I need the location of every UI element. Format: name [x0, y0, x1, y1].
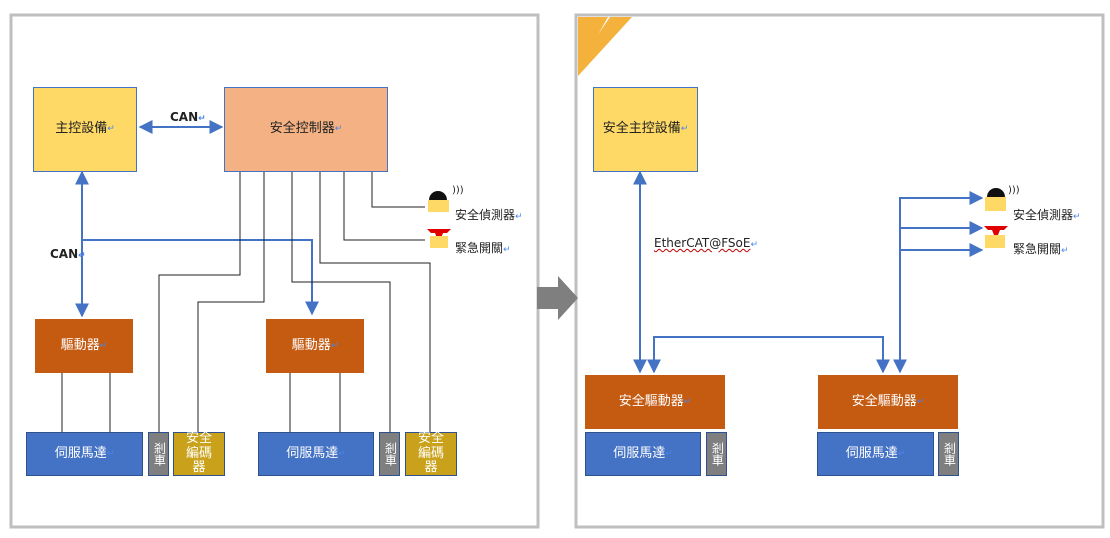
return-mark: ↵ [334, 124, 343, 135]
right-drive-1: 安全驅動器↵ [585, 375, 725, 429]
right-drive-2-label: 安全驅動器 [851, 393, 917, 409]
right-estop-text: 緊急開關 [1013, 242, 1062, 256]
right-sensor-waves: ))) [1008, 185, 1020, 196]
left-can-label-side: CAN↵ [50, 247, 86, 261]
left-encoder-1-label: 安全編碼器 [185, 430, 212, 476]
left-can-branch [82, 239, 319, 316]
left-main-controller: 主控設備↵ [33, 87, 137, 172]
left-sensor-label: 安全偵測器↵ [455, 206, 523, 223]
left-main-controller-label: 主控設備 [55, 121, 108, 137]
right-servo-2: 伺服馬達↵ [817, 432, 934, 476]
right-ethercat-label: EtherCAT@FSoE↵ [654, 236, 758, 250]
left-servo-1-label: 伺服馬達 [54, 445, 107, 461]
return-mark: ↵ [503, 245, 511, 255]
left-sensor-text: 安全偵測器 [455, 208, 516, 222]
left-estop-label: 緊急開關↵ [455, 239, 511, 256]
right-servo-1: 伺服馬達↵ [585, 432, 701, 476]
right-sensor-link [893, 191, 984, 374]
return-mark: ↵ [198, 114, 206, 124]
right-main-controller-label: 安全主控設備 [602, 121, 681, 137]
return-mark: ↵ [106, 448, 115, 459]
left-estop-icon [427, 229, 451, 238]
return-mark: ↵ [99, 340, 108, 351]
sensor-waves: ))) [1008, 185, 1020, 196]
left-servo-1: 伺服馬達↵ [26, 432, 143, 476]
return-mark: ↵ [897, 448, 906, 459]
left-drive-2: 驅動器↵ [266, 319, 364, 373]
return-mark: ↵ [1061, 246, 1069, 256]
right-brake-1: 剎車 [706, 432, 727, 476]
right-brake-2-label: 剎車 [942, 442, 957, 466]
left-brake-1-label: 剎車 [152, 442, 167, 466]
return-mark: ↵ [916, 396, 925, 407]
right-estop-label: 緊急開關↵ [1013, 240, 1069, 257]
right-sensor-icon [987, 188, 1005, 197]
left-safety-controller-label: 安全控制器 [269, 121, 335, 137]
left-sensor-icon [429, 191, 447, 200]
left-brake-1: 剎車 [148, 432, 169, 476]
return-mark: ↵ [750, 240, 758, 250]
return-mark: ↵ [683, 396, 692, 407]
return-mark: ↵ [665, 448, 673, 459]
right-sensor-label: 安全偵測器↵ [1013, 206, 1081, 223]
can-label-side: CAN [50, 247, 79, 261]
return-mark: ↵ [338, 448, 346, 459]
right-drive-2: 安全驅動器↵ [818, 375, 958, 429]
return-mark: ↵ [330, 340, 339, 351]
left-estop-base [430, 236, 448, 248]
left-drive-1-label: 驅動器 [60, 337, 100, 353]
left-safety-controller: 安全控制器↵ [224, 87, 388, 172]
right-estop-base [985, 235, 1005, 248]
right-brake-2: 剎車 [938, 432, 959, 476]
left-safety-wires [61, 172, 431, 432]
sensor-waves: ))) [452, 185, 464, 196]
return-mark: ↵ [78, 251, 86, 261]
return-mark: ↵ [515, 212, 523, 222]
left-sensor-waves: ))) [452, 185, 464, 196]
left-servo-2: 伺服馬達↵ [258, 432, 374, 476]
right-sensor-text: 安全偵測器 [1013, 208, 1074, 222]
right-ethercat-bus [647, 336, 890, 374]
right-sensor-base [985, 197, 1006, 211]
can-label-top: CAN [170, 110, 199, 124]
ethercat-text: EtherCAT@FSoE [654, 236, 751, 250]
left-can-label-top: CAN↵ [170, 110, 206, 124]
left-encoder-2: 安全編碼器 [405, 430, 457, 476]
left-estop-text: 緊急開關 [455, 241, 504, 255]
return-mark: ↵ [1073, 212, 1081, 222]
right-servo-1-label: 伺服馬達 [613, 445, 666, 461]
corner-tag-stripe [578, 17, 632, 76]
left-encoder-2-label: 安全編碼器 [417, 430, 444, 476]
left-servo-2-label: 伺服馬達 [286, 445, 339, 461]
left-brake-2-label: 剎車 [383, 442, 398, 466]
left-drive-2-label: 驅動器 [291, 337, 331, 353]
left-sensor-base [428, 200, 449, 212]
right-drive-1-label: 安全驅動器 [618, 393, 684, 409]
transition-arrow [537, 276, 578, 320]
right-brake-1-label: 剎車 [710, 442, 725, 466]
right-main-controller: 安全主控設備↵ [593, 87, 698, 172]
right-estop-icon [984, 226, 1008, 235]
return-mark: ↵ [680, 124, 689, 135]
right-servo-2-label: 伺服馬達 [845, 445, 898, 461]
left-drive-1: 驅動器↵ [35, 319, 133, 373]
left-brake-2: 剎車 [379, 432, 400, 476]
return-mark: ↵ [107, 124, 115, 135]
left-encoder-1: 安全編碼器 [173, 430, 225, 476]
